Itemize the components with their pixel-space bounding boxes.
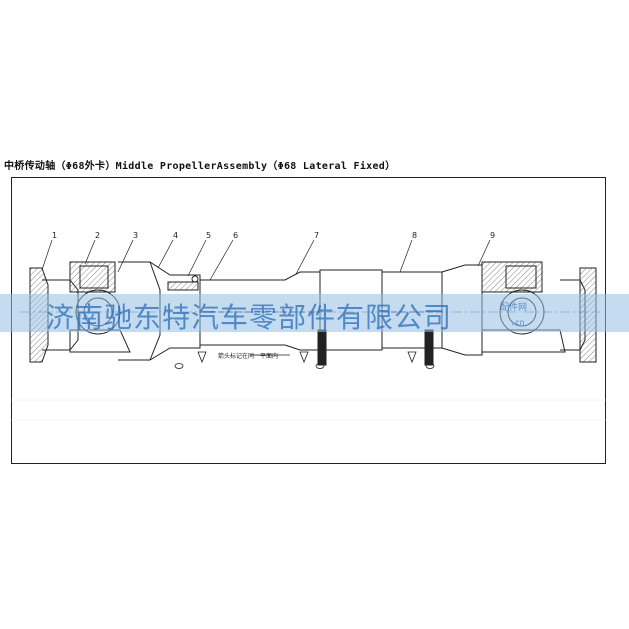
part-numbers: 1 2 3 4 5 6 7 8 9 <box>52 231 495 240</box>
part-number-2: 2 <box>95 231 100 240</box>
diagram-title: 中桥传动轴（Φ68外卡）Middle PropellerAssembly（Φ68… <box>4 161 396 172</box>
part-number-4: 4 <box>173 231 178 240</box>
part-number-8: 8 <box>412 231 417 240</box>
part-number-3: 3 <box>133 231 138 240</box>
part-number-1: 1 <box>52 231 57 240</box>
background-grid <box>11 399 606 421</box>
part-number-7: 7 <box>314 231 319 240</box>
part-number-5: 5 <box>206 231 211 240</box>
watermark-band <box>0 294 629 332</box>
watermark-url: .cn <box>510 318 525 327</box>
watermark-company: 济南驰东特汽车零部件有限公司 <box>46 301 453 334</box>
part-leaders <box>41 239 491 281</box>
arrow-note: 箭头标记在同一平面内 <box>218 352 278 360</box>
watermark-mark: 配件网 <box>500 303 528 313</box>
arrow-marks <box>174 351 435 369</box>
part-number-6: 6 <box>233 231 238 240</box>
part-number-9: 9 <box>490 231 495 240</box>
